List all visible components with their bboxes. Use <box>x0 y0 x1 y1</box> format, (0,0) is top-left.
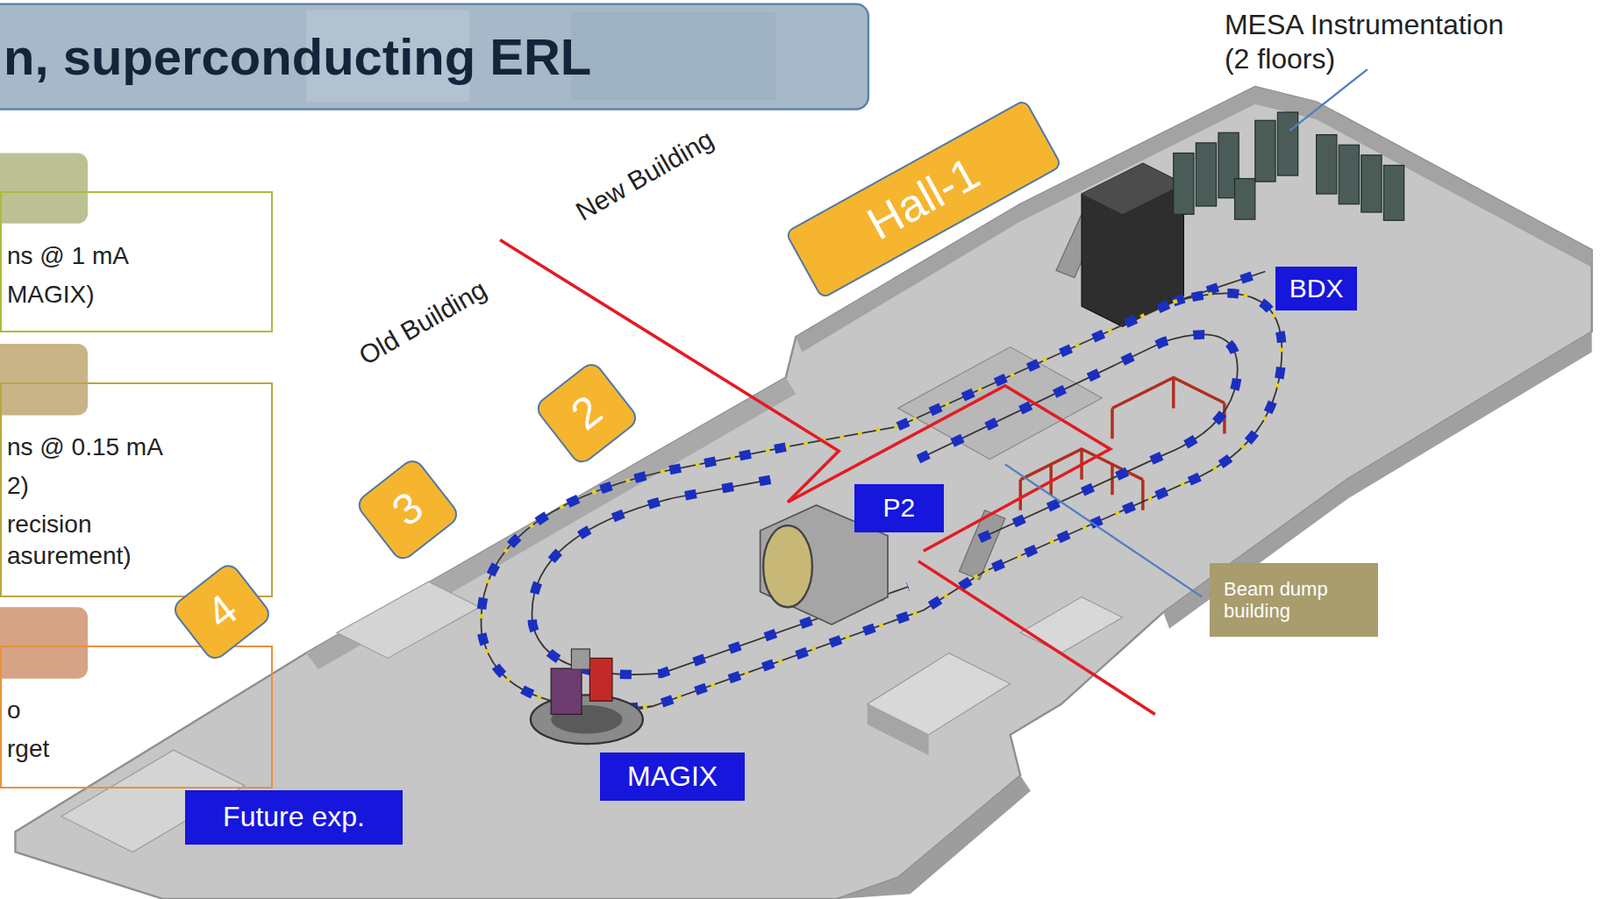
dipole-magnets <box>531 479 908 675</box>
beam-pipe <box>898 292 1283 572</box>
experiment-label: MAGIX <box>600 752 745 801</box>
experiment-label: Future exp. <box>185 790 403 845</box>
node-label: Future exp. <box>222 800 365 834</box>
instrumentation-racks <box>1173 112 1405 221</box>
building-block <box>1020 597 1122 654</box>
building-floor <box>14 86 1592 899</box>
experiment-info-box: ns @ 1 mA MAGIX) <box>0 191 273 334</box>
panel-tab <box>0 343 88 415</box>
building-wall <box>795 86 1592 352</box>
beam-pipe <box>1173 271 1266 302</box>
node-label: BDX <box>1289 273 1344 305</box>
building-boundary <box>500 239 1156 715</box>
node-label: P2 <box>882 492 915 524</box>
node-label: Hall-1 <box>858 147 989 251</box>
node-label: Beam dump building <box>1223 578 1365 623</box>
hall-number-tag: 2 <box>532 358 642 468</box>
node-label: MAGIX <box>627 760 718 793</box>
instrumentation-label: MESA Instrumentation (2 floors) <box>1224 7 1523 76</box>
magix-spectrometer <box>550 668 582 715</box>
info-text: rget <box>7 733 265 765</box>
boundary-line <box>500 239 1111 551</box>
rack <box>1383 164 1404 221</box>
building-name: Old Building <box>353 273 493 372</box>
info-text: ns @ 1 mA <box>7 240 265 272</box>
rack <box>1195 142 1216 207</box>
building-label: Beam dump building <box>1209 563 1379 638</box>
info-text: MAGIX) <box>7 278 265 311</box>
leader-line <box>1289 69 1367 131</box>
title-banner <box>0 4 869 110</box>
info-text: recision asurement) <box>7 508 152 572</box>
building-block <box>336 581 480 658</box>
node-label: 3 <box>383 482 434 537</box>
beam-pipe <box>531 479 908 675</box>
detector-stack <box>1081 163 1184 327</box>
hall-number-tag: 3 <box>353 456 463 565</box>
dipole-magnets <box>1173 271 1266 302</box>
quadrupoles <box>898 292 1283 572</box>
experiment-info-box: o rget <box>0 645 273 789</box>
magix-spectrometer <box>571 649 590 670</box>
info-text: o <box>7 694 265 727</box>
boundary-line <box>918 561 1156 715</box>
experiment-label: BDX <box>1275 266 1358 312</box>
node-label: 2 <box>561 385 612 441</box>
magix-platform <box>530 694 643 744</box>
hall-number-tag: 4 <box>170 560 276 665</box>
rack <box>1235 178 1256 221</box>
node-label: 4 <box>197 585 248 640</box>
dipole-magnets <box>918 334 1238 539</box>
building-name: New Building <box>570 123 720 229</box>
building-block <box>867 704 929 756</box>
info-text: 2) <box>7 470 265 502</box>
rack <box>1173 153 1194 215</box>
leader-line <box>1005 464 1203 597</box>
beam-dump-room <box>898 347 1103 460</box>
rack <box>1361 155 1382 213</box>
beam-pipe <box>918 334 1238 539</box>
panel-tab <box>0 153 88 224</box>
banner-texture <box>571 12 776 100</box>
building-wall <box>836 775 1031 899</box>
rack <box>1338 144 1359 204</box>
magix-spectrometer <box>589 657 613 701</box>
rack <box>1277 112 1298 176</box>
dipole-magnets <box>898 292 1283 572</box>
beamline <box>480 271 1282 715</box>
detector-stack <box>1081 163 1184 215</box>
experiment-label: P2 <box>854 484 944 533</box>
info-text: ns @ 0.15 mA <box>7 431 265 464</box>
hall-tag: Hall-1 <box>784 98 1064 300</box>
support-frame <box>1020 449 1143 511</box>
panel-tab <box>0 607 88 679</box>
rack <box>1316 135 1337 194</box>
slide-title: n, superconducting ERL <box>3 4 592 110</box>
rack <box>1255 120 1276 182</box>
p2-solenoid-face <box>763 525 813 608</box>
